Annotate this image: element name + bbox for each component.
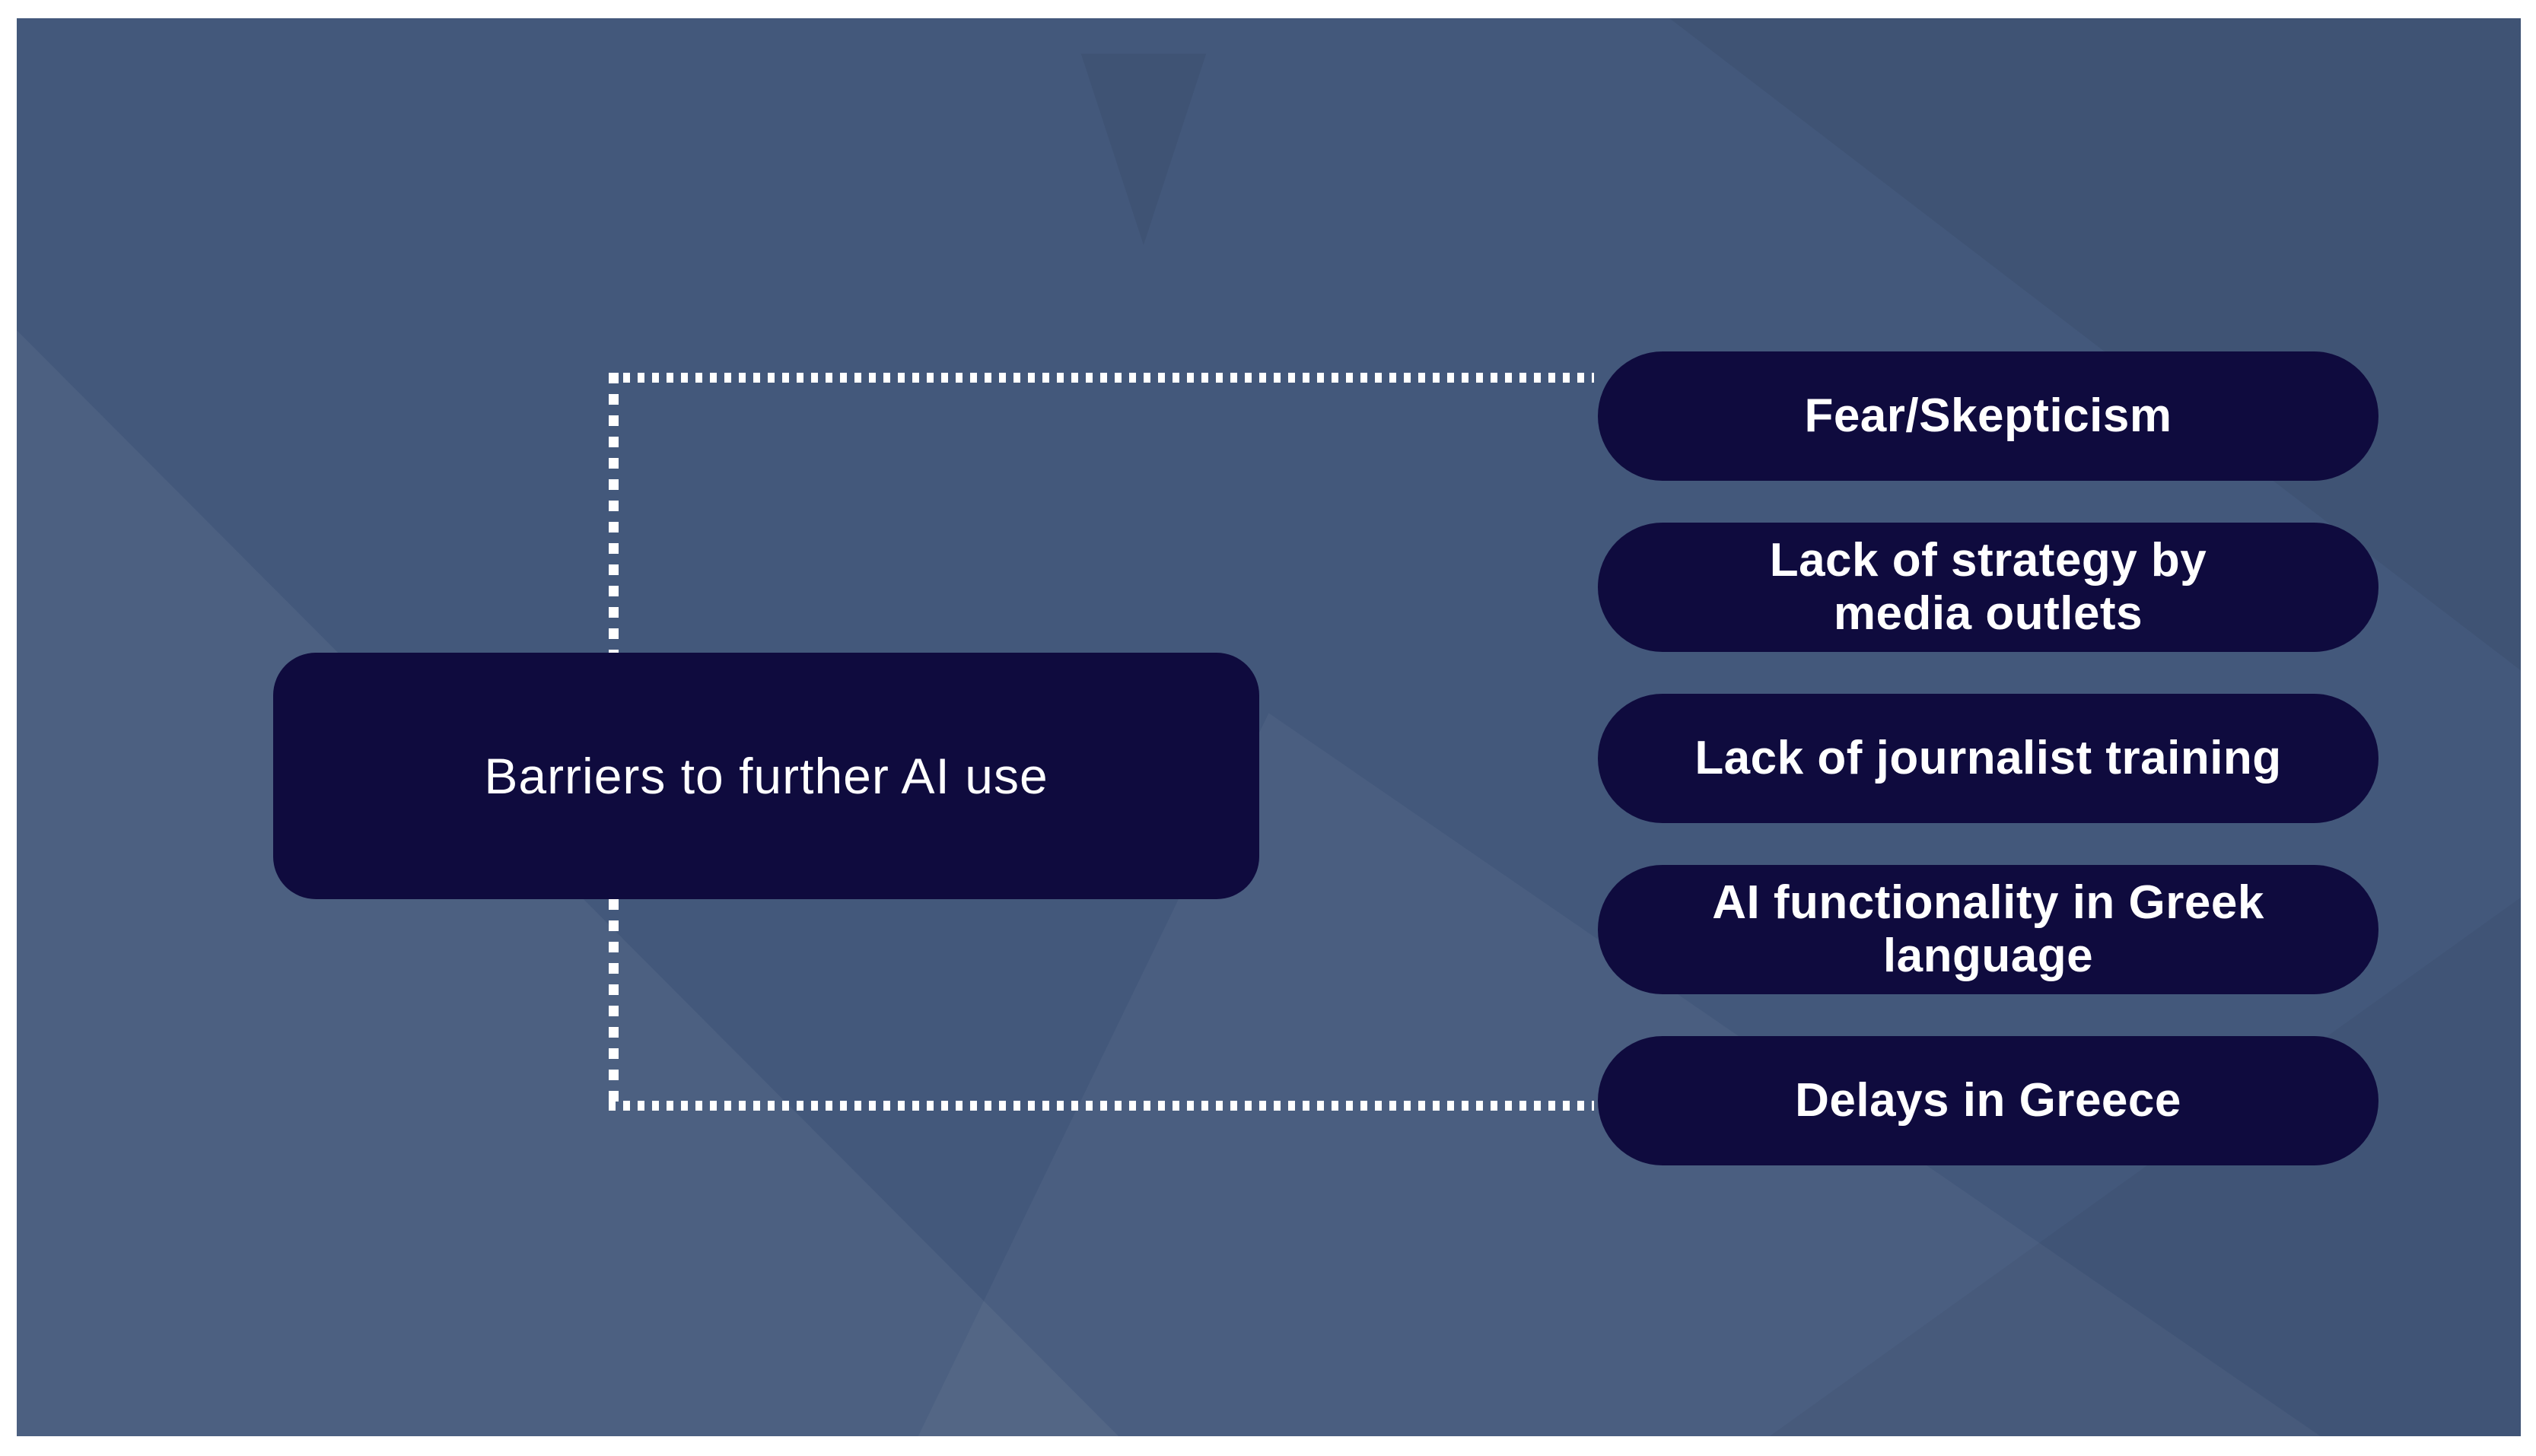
root-node-label: Barriers to further AI use [484,748,1048,804]
connector-top-horizontal [609,373,1594,383]
barrier-label: AI functionality in Greek language [1712,876,2264,982]
connector-top-vertical [609,373,619,653]
barrier-label: Delays in Greece [1795,1073,2181,1127]
barrier-node-ai-functionality-greek: AI functionality in Greek language [1598,865,2378,994]
connector-bottom-vertical [609,899,619,1106]
barrier-label: Fear/Skepticism [1804,389,2172,442]
barrier-node-fear-skepticism: Fear/Skepticism [1598,351,2378,481]
root-node: Barriers to further AI use [273,653,1259,899]
barrier-label: Lack of journalist training [1694,731,2282,784]
barrier-node-delays-in-greece: Delays in Greece [1598,1036,2378,1165]
connector-bottom-horizontal [609,1101,1594,1111]
barrier-label: Lack of strategy by media outlets [1769,533,2207,640]
barrier-node-lack-of-strategy: Lack of strategy by media outlets [1598,523,2378,652]
barrier-node-lack-of-journalist-training: Lack of journalist training [1598,694,2378,823]
